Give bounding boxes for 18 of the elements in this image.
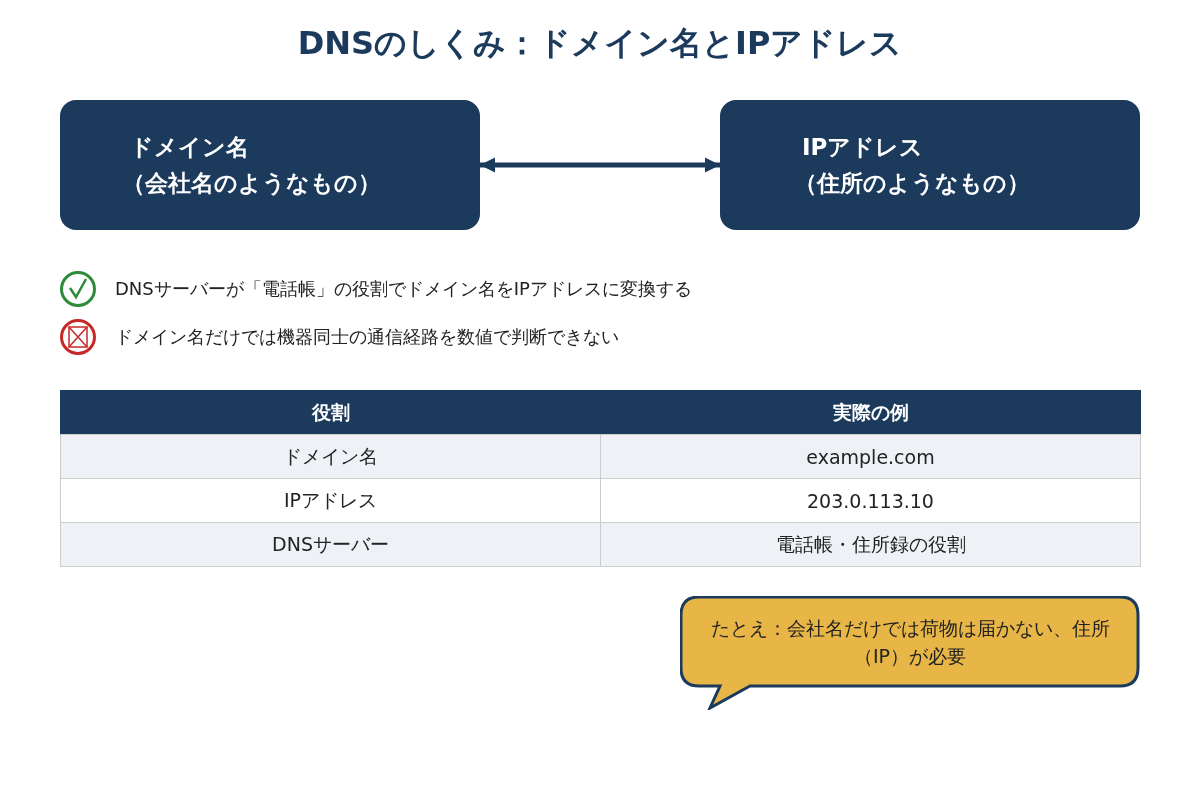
rounded-box (60, 100, 480, 230)
table-cell: example.com (600, 434, 1141, 479)
box-title: ドメイン名 (130, 133, 249, 162)
box-subtitle: （住所のようなもの） (794, 169, 1030, 198)
box-subtitle: （会社名のようなもの） (122, 169, 381, 198)
table-cell: DNSサーバー (60, 522, 601, 567)
rounded-box (720, 100, 1140, 230)
table-header-cell: 実際の例 (600, 390, 1141, 435)
table-cell: ドメイン名 (60, 434, 601, 479)
table-cell: 電話帳・住所録の役割 (600, 522, 1141, 567)
box-title: IPアドレス (802, 133, 924, 162)
bullet-text: ドメイン名だけでは機器同士の通信経路を数値で判断できない (115, 325, 619, 349)
table-header-cell: 役割 (60, 390, 601, 435)
callout-text: たとえ：会社名だけでは荷物は届かない、住所（IP）が必要 (709, 616, 1111, 669)
bullet-text: DNSサーバーが「電話帳」の役割でドメイン名をIPアドレスに変換する (115, 277, 692, 301)
speech-bubble (680, 596, 1140, 710)
title: DNSのしくみ：ドメイン名とIPアドレス (296, 23, 904, 64)
double-arrow (480, 157, 720, 173)
